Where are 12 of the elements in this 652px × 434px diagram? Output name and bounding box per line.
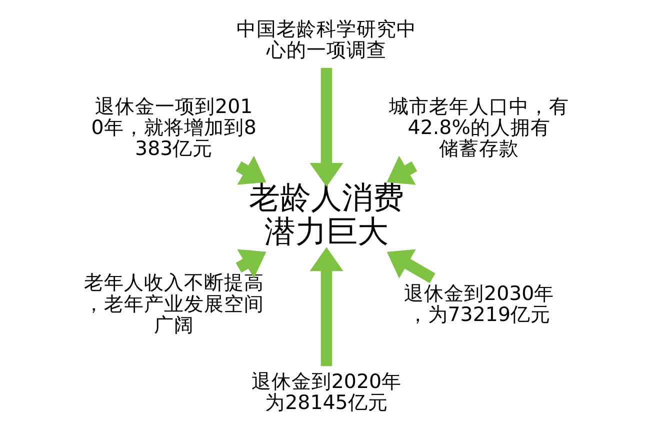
arrow: [386, 156, 417, 185]
node-text: 老龄人消费潜力巨大: [248, 180, 404, 250]
node-text: 退休金到2020年为28145亿元: [250, 370, 402, 414]
arrow: [309, 247, 343, 366]
arrow: [309, 68, 343, 187]
node-text: 退休金一项到2010年，就将增加到8383亿元: [90, 94, 256, 160]
node-text: 城市老年人口中，有42.8%的人拥有储蓄存款: [388, 94, 569, 160]
node-text: 中国老龄科学研究中心的一项调查: [236, 17, 416, 62]
arrow: [235, 156, 266, 185]
arrow: [386, 249, 435, 284]
node-text: 退休金到2030年，为73219亿元: [404, 282, 554, 326]
arrow: [235, 249, 266, 278]
